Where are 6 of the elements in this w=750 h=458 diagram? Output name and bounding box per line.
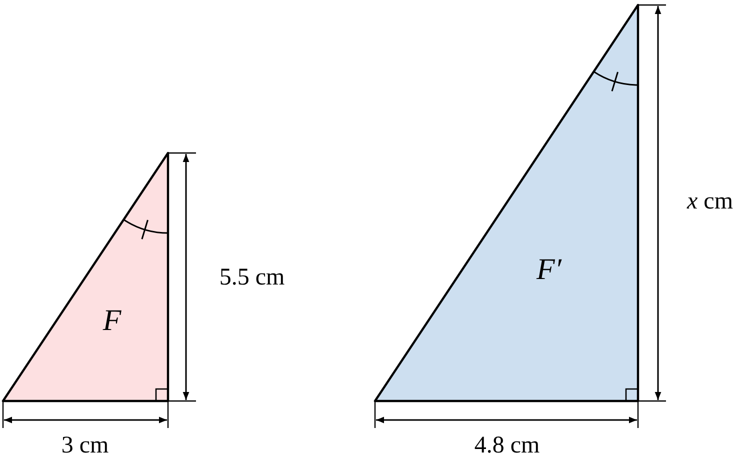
shape-label: F′ [536,253,562,287]
shape-label: F [102,304,122,338]
dimension-label: 5.5 cm [219,264,285,292]
dimension-label: 3 cm [61,432,109,458]
dimension-label: x cm [687,188,733,216]
dimension-label: 4.8 cm [474,432,540,458]
